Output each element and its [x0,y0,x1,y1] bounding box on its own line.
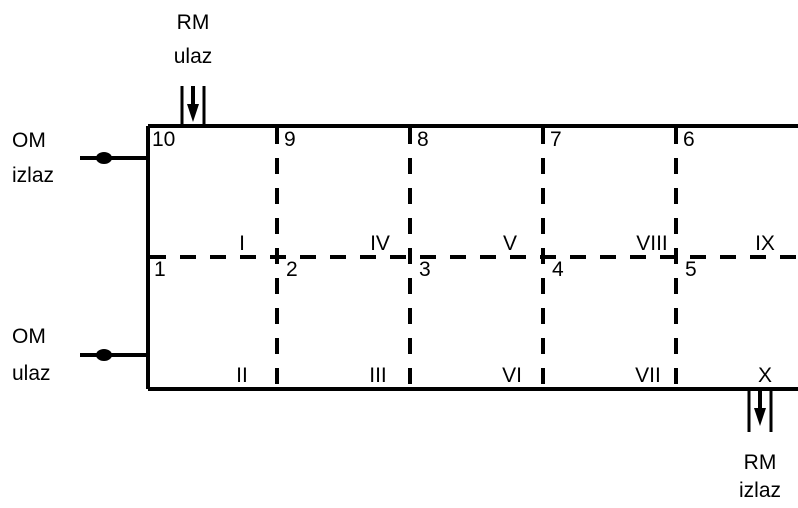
rm-outlet-label-line2: izlaz [739,479,781,502]
zone-label-V: V [503,232,517,255]
om-inlet-label-line1: OM [12,325,46,348]
om-inlet-flow-marker-icon [96,349,112,361]
zone-label-I: I [239,232,245,255]
zone-grid [150,128,798,387]
rm-inlet-label-line2: ulaz [174,45,213,68]
exchanger-outline [146,124,798,391]
node-label-2: 2 [286,258,298,281]
node-label-10: 10 [152,128,175,151]
zone-label-VIII: VIII [636,232,668,255]
node-label-8: 8 [417,128,429,151]
zone-label-III: III [369,364,387,387]
zone-label-VI: VI [502,364,522,387]
node-label-3: 3 [419,258,431,281]
zone-label-VII: VII [635,364,661,387]
rm-inlet-arrow-icon [187,104,199,122]
rm-outlet-arrow-icon [754,408,766,426]
zone-label-IX: IX [755,232,775,255]
om-outlet-label-line1: OM [12,129,46,152]
node-label-6: 6 [683,128,695,151]
zone-label-X: X [758,364,772,387]
node-label-9: 9 [284,128,296,151]
om-outlet-flow-marker-icon [96,152,112,164]
node-label-1: 1 [154,258,166,281]
node-label-5: 5 [685,258,697,281]
node-label-7: 7 [550,128,562,151]
rm-inlet-label-line1: RM [177,11,210,34]
rm-outlet-label-line1: RM [744,451,777,474]
zone-label-II: II [236,364,248,387]
om-inlet-label-line2: ulaz [12,362,51,385]
zone-label-IV: IV [370,232,390,255]
om-outlet-label-line2: izlaz [12,164,54,187]
node-label-4: 4 [552,258,564,281]
